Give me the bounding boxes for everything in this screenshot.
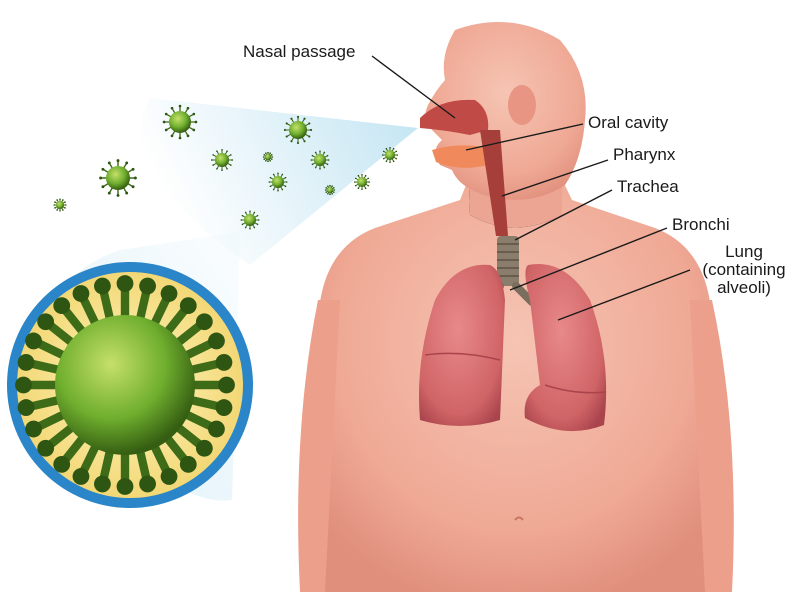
virus-icon (99, 159, 137, 197)
label-oral-cavity: Oral cavity (588, 114, 668, 132)
human-body (298, 22, 734, 592)
label-trachea: Trachea (617, 178, 679, 196)
label-lung-line3: alveoli) (690, 279, 798, 297)
virus-icon (53, 198, 66, 211)
label-pharynx: Pharynx (613, 146, 675, 164)
label-bronchi: Bronchi (672, 216, 730, 234)
label-lung-line2: (containing (690, 261, 798, 279)
label-nasal-passage: Nasal passage (243, 43, 355, 61)
label-lung-line1: Lung (690, 243, 798, 261)
label-lung: Lung (containing alveoli) (690, 243, 798, 297)
